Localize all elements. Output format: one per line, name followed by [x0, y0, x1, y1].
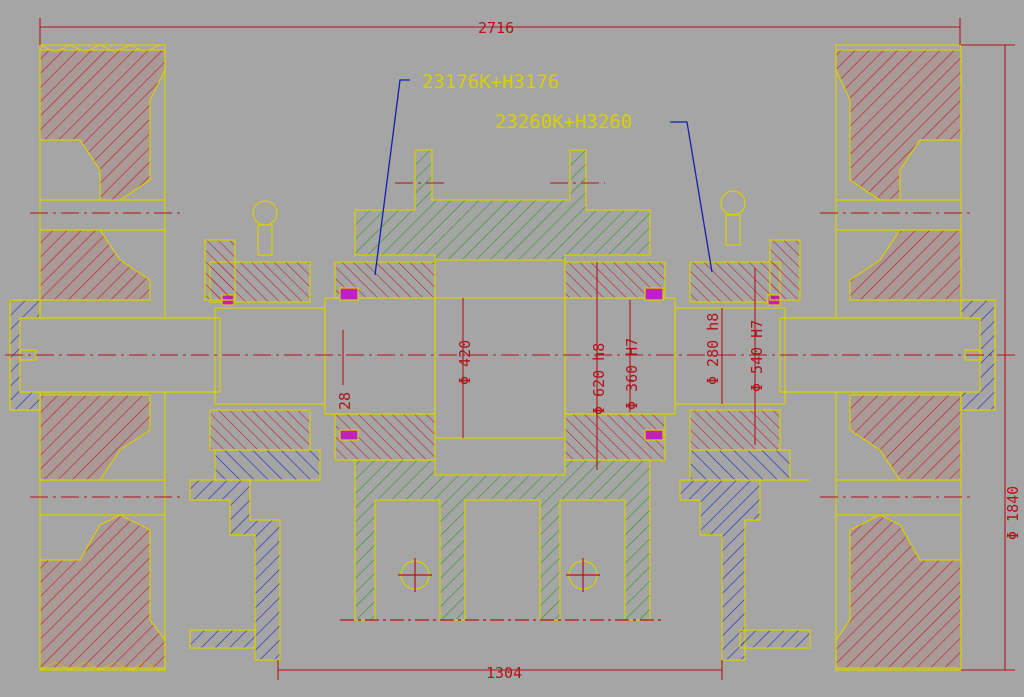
dim-bearing-span: 1304: [486, 664, 522, 682]
callout-left-bearing: 23176K+H3176: [422, 71, 559, 93]
dim-fit-620: Φ 620 h8: [590, 343, 608, 415]
dim-overall-length: 2716: [478, 19, 514, 37]
dim-wheel-diameter: Φ 1840: [1004, 486, 1022, 540]
right-pillow-block: [679, 190, 811, 661]
right-wheel: [779, 44, 996, 671]
center-housing: [340, 149, 665, 621]
callout-right-bearing: 23260K+H3260: [495, 111, 632, 133]
dim-fit-540: Φ 540 H7: [748, 320, 766, 392]
bearings: [209, 261, 781, 461]
centerlines: [5, 182, 1015, 498]
left-pillow-block: [189, 200, 321, 661]
dim-fit-360: Φ 360 H7: [623, 338, 641, 410]
leader-lines: [374, 79, 713, 276]
dimension-lines: [39, 18, 1015, 680]
dim-fit-280: Φ 280 h8: [704, 313, 722, 385]
dim-bore-420: Φ 420: [456, 340, 474, 385]
dim-shaft-gap: 28: [336, 392, 354, 410]
left-wheel: [9, 44, 221, 671]
